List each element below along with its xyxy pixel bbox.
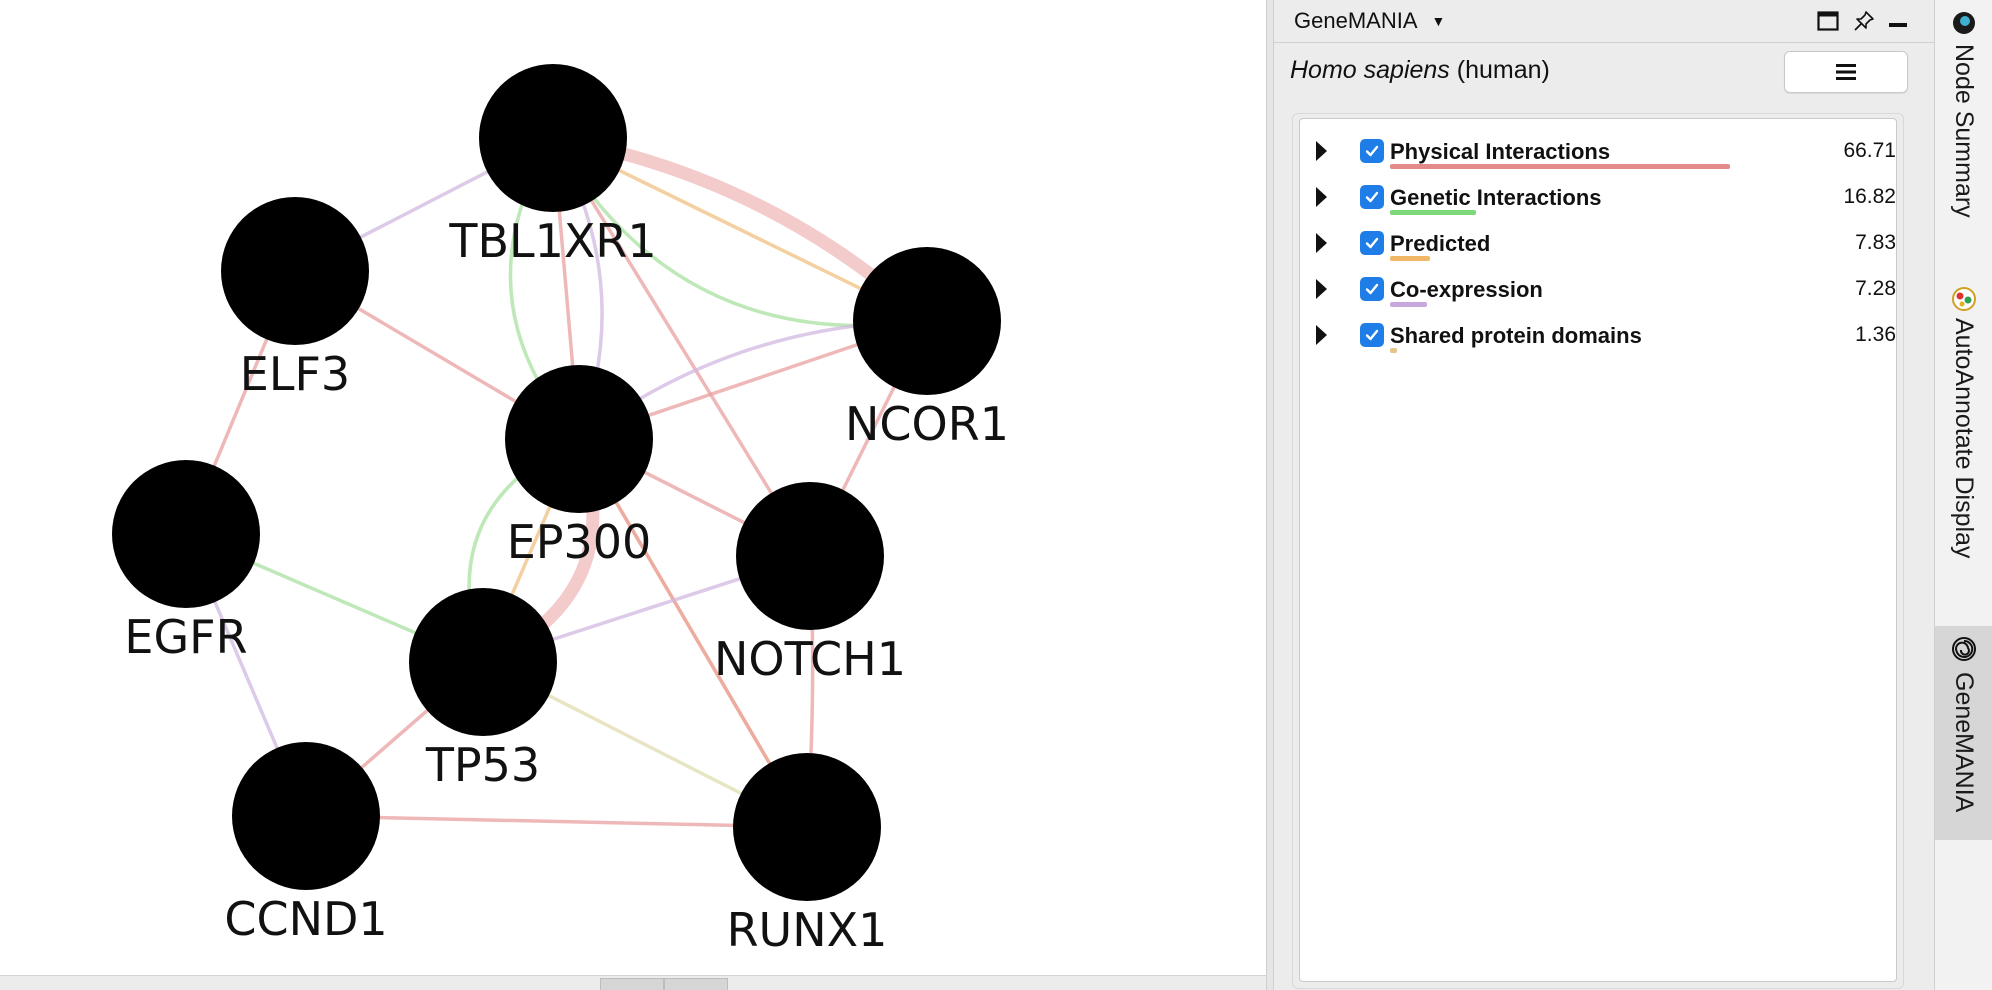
network-list-frame: [1292, 113, 1904, 989]
gene-node-tbl1xr1[interactable]: TBL1XR1: [448, 64, 657, 268]
status-bar-segment[interactable]: [600, 978, 664, 990]
network-weight-bar: [1390, 210, 1476, 215]
options-menu-button[interactable]: [1784, 51, 1908, 93]
tab-autoannotate-display[interactable]: AutoAnnotate Display: [1935, 280, 1992, 610]
panel-header: GeneMANIA ▼: [1274, 0, 1934, 43]
organism-label: Homo sapiens (human): [1290, 56, 1550, 85]
check-icon: [1365, 237, 1379, 249]
gene-node-runx1[interactable]: RUNX1: [727, 753, 888, 957]
network-label: Genetic Interactions: [1390, 185, 1602, 210]
network-checkbox[interactable]: [1360, 277, 1384, 301]
expand-arrow-icon[interactable]: [1316, 141, 1327, 161]
node-circle[interactable]: [736, 482, 884, 630]
network-label: Shared protein domains: [1390, 323, 1642, 348]
network-label: Physical Interactions: [1390, 139, 1611, 164]
gene-node-ccnd1[interactable]: CCND1: [224, 742, 388, 946]
gene-node-ncor1[interactable]: NCOR1: [845, 247, 1009, 451]
expand-arrow-icon[interactable]: [1316, 325, 1327, 345]
gene-node-notch1[interactable]: NOTCH1: [714, 482, 906, 686]
edge-physical[interactable]: [304, 814, 809, 829]
node-circle[interactable]: [232, 742, 380, 890]
canvas-status-bar: [0, 975, 1266, 990]
float-window-icon[interactable]: [1816, 9, 1840, 33]
node-summary-icon: [1953, 12, 1975, 34]
check-icon: [1365, 145, 1379, 157]
node-circle[interactable]: [409, 588, 557, 736]
network-weight: 16.82: [1843, 185, 1896, 208]
check-icon: [1365, 283, 1379, 295]
network-weight-bar: [1390, 164, 1730, 169]
network-row[interactable]: Co-expression 7.28: [1300, 271, 1896, 307]
node-label: TP53: [425, 738, 540, 792]
pin-icon[interactable]: [1852, 9, 1876, 33]
node-label: EP300: [507, 515, 652, 569]
dropdown-arrow-icon: ▼: [1431, 13, 1446, 29]
expand-arrow-icon[interactable]: [1316, 233, 1327, 253]
node-circle[interactable]: [112, 460, 260, 608]
status-bar-segment[interactable]: [664, 978, 728, 990]
network-weight: 7.28: [1855, 277, 1896, 300]
tab-label: AutoAnnotate Display: [1950, 318, 1978, 559]
node-circle[interactable]: [733, 753, 881, 901]
network-weight-bar: [1390, 302, 1427, 307]
network-label: Predicted: [1390, 231, 1491, 256]
tab-label: GeneMANIA: [1950, 672, 1978, 813]
gene-node-tp53[interactable]: TP53: [409, 588, 557, 792]
organism-common-name: (human): [1456, 56, 1550, 84]
network-checkbox[interactable]: [1360, 185, 1384, 209]
network-row[interactable]: Shared protein domains 1.36: [1300, 317, 1896, 353]
genemania-icon: [1952, 637, 1976, 661]
panel-title-dropdown[interactable]: GeneMANIA ▼: [1294, 8, 1445, 34]
network-checkbox[interactable]: [1360, 231, 1384, 255]
node-label: ELF3: [240, 347, 350, 401]
tab-genemania[interactable]: GeneMANIA: [1935, 626, 1992, 840]
node-label: TBL1XR1: [448, 214, 656, 268]
network-weight: 1.36: [1855, 323, 1896, 346]
genemania-panel: GeneMANIA ▼ Homo sapiens (human) Physica…: [1274, 0, 1934, 990]
check-icon: [1365, 191, 1379, 203]
edge-physical[interactable]: [577, 437, 809, 829]
node-circle[interactable]: [505, 365, 653, 513]
node-circle[interactable]: [221, 197, 369, 345]
network-weight: 66.71: [1843, 139, 1896, 162]
network-row[interactable]: Genetic Interactions 16.82: [1300, 179, 1896, 215]
network-weight: 7.83: [1855, 231, 1896, 254]
network-checkbox[interactable]: [1360, 323, 1384, 347]
panel-splitter[interactable]: [1266, 0, 1274, 990]
network-checkbox[interactable]: [1360, 139, 1384, 163]
node-label: EGFR: [124, 610, 247, 664]
network-label: Co-expression: [1390, 277, 1543, 302]
expand-arrow-icon[interactable]: [1316, 187, 1327, 207]
gene-node-elf3[interactable]: ELF3: [221, 197, 369, 401]
check-icon: [1365, 329, 1379, 341]
expand-arrow-icon[interactable]: [1316, 279, 1327, 299]
tab-label: Node Summary: [1950, 44, 1978, 218]
node-circle[interactable]: [479, 64, 627, 212]
network-row[interactable]: Predicted 7.83: [1300, 225, 1896, 261]
tab-node-summary[interactable]: Node Summary: [1935, 0, 1992, 270]
node-circle[interactable]: [853, 247, 1001, 395]
panel-title: GeneMANIA: [1294, 8, 1418, 33]
gene-node-ep300[interactable]: EP300: [505, 365, 653, 569]
node-label: NOTCH1: [714, 632, 906, 686]
minimize-icon[interactable]: [1886, 9, 1910, 33]
side-tab-strip: Node Summary AutoAnnotate Display GeneMA…: [1934, 0, 1992, 990]
network-weight-bar: [1390, 348, 1397, 353]
autoannotate-icon: [1952, 287, 1976, 311]
network-weight-bar: [1390, 256, 1430, 261]
network-row[interactable]: Physical Interactions 66.71: [1300, 133, 1896, 169]
node-label: CCND1: [224, 892, 387, 946]
edge-physical[interactable]: [551, 136, 812, 558]
node-label: RUNX1: [727, 903, 888, 957]
hamburger-icon: [1836, 64, 1856, 80]
node-label: NCOR1: [845, 397, 1009, 451]
gene-node-egfr[interactable]: EGFR: [112, 460, 260, 664]
organism-species: Homo sapiens: [1290, 56, 1450, 84]
